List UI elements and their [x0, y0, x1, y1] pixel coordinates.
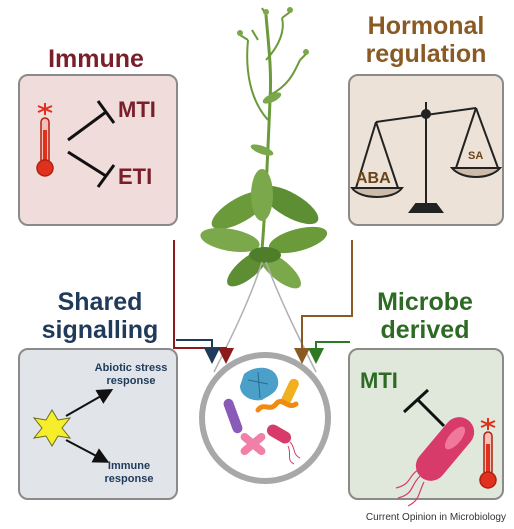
aba-label: ABA — [356, 170, 391, 187]
arrow-microbe — [308, 341, 350, 364]
microbe-derived-title: Microbe derived — [340, 288, 510, 344]
microbe-mti-label: MTI — [360, 368, 398, 393]
microbiome-circle — [199, 352, 331, 484]
immune-mti-label: MTI — [118, 97, 156, 122]
abiotic-line2: response — [106, 375, 156, 387]
arrow-shared — [176, 339, 220, 364]
red-bacterium-icon — [266, 424, 301, 465]
shared-title-line1: Shared — [57, 288, 143, 316]
shared-signalling-title: Shared signalling — [10, 288, 190, 344]
yellow-rod-microbe-icon — [281, 378, 299, 406]
pink-cross-microbe-icon — [240, 432, 266, 456]
orange-spiral-microbe-icon — [255, 399, 299, 413]
inhibition-arrows — [67, 100, 116, 188]
immune-response-line1: Immune — [107, 460, 151, 472]
microbe-title-line1: Microbe — [377, 288, 473, 316]
plant — [200, 7, 328, 289]
arrow-hormonal — [294, 240, 353, 364]
hormonal-title-line2: regulation — [365, 40, 487, 68]
hormonal-regulation-title: Hormonal regulation — [345, 12, 507, 68]
arrow-to-immune — [65, 439, 110, 463]
hormonal-title-line1: Hormonal — [367, 12, 485, 40]
arrow-immune-output — [173, 240, 234, 364]
stress-star-icon — [32, 409, 72, 447]
immune-response-line2: response — [104, 473, 154, 485]
sa-label: SA — [468, 150, 484, 162]
abiotic-line1: Abiotic stress — [94, 362, 168, 374]
journal-credit: Current Opinion in Microbiology — [365, 512, 506, 523]
thermometer-icon-microbe — [479, 418, 497, 489]
abiotic-stress-label: Abiotic stress response — [84, 362, 178, 388]
shared-title-line2: signalling — [41, 316, 159, 344]
microbe-inhibition-arrow — [402, 388, 446, 428]
arrow-to-abiotic — [65, 389, 114, 417]
microbe-title-line2: derived — [380, 316, 470, 344]
purple-rod-microbe-icon — [223, 398, 243, 434]
immune-response-label: Immune response — [84, 460, 174, 486]
pathogen-bacterium-icon — [395, 417, 475, 507]
thermometer-icon — [36, 103, 54, 177]
balance-scale-icon — [350, 102, 503, 213]
immune-eti-label: ETI — [118, 164, 153, 189]
